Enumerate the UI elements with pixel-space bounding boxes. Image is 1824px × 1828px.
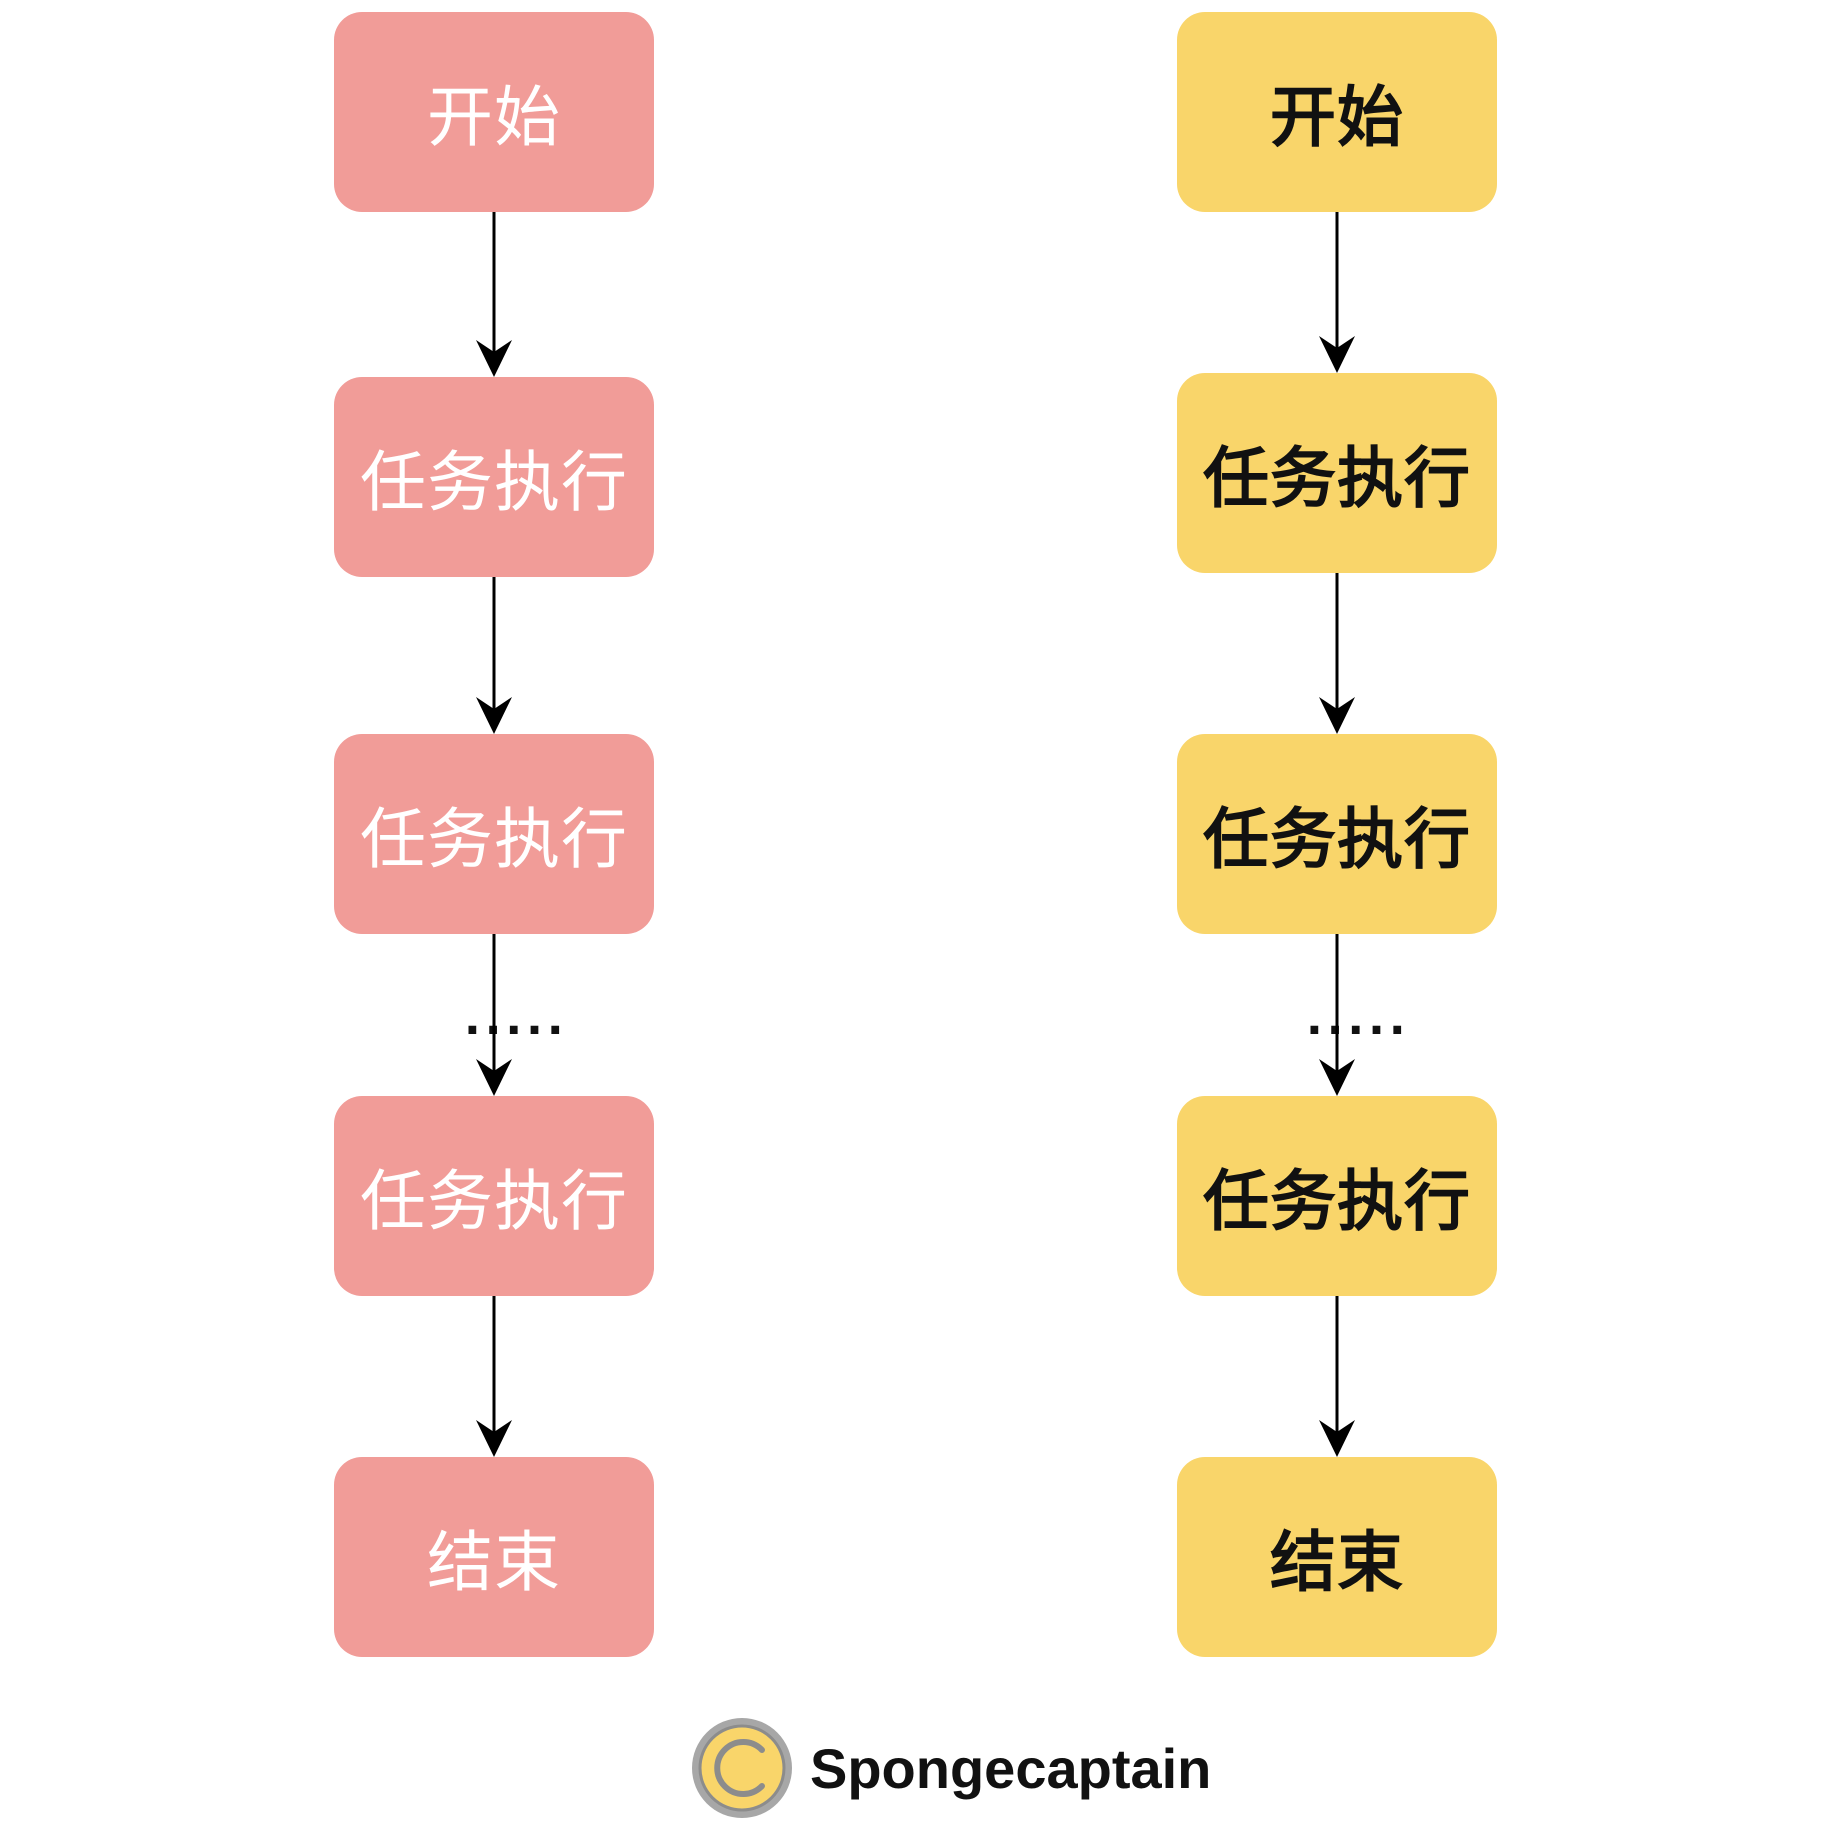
- left-start-node: 开始: [334, 12, 654, 212]
- arrowhead-icon: [1319, 336, 1355, 373]
- left-ellipsis: .....: [464, 994, 568, 1045]
- right-task-node-2: 任务执行: [1177, 734, 1497, 934]
- left-end-node: 结束: [334, 1457, 654, 1657]
- copyright-icon: [692, 1718, 792, 1818]
- arrowhead-icon: [1319, 1420, 1355, 1457]
- author-credit: Spongecaptain: [688, 1712, 1211, 1824]
- arrowhead-icon: [476, 697, 512, 734]
- arrowhead-icon: [476, 340, 512, 377]
- right-start-node: 开始: [1177, 12, 1497, 212]
- left-task-node-1: 任务执行: [334, 377, 654, 577]
- arrowhead-icon: [476, 1059, 512, 1096]
- arrowhead-icon: [1319, 697, 1355, 734]
- left-task-node-3: 任务执行: [334, 1096, 654, 1296]
- left-task-node-2: 任务执行: [334, 734, 654, 934]
- arrowhead-icon: [476, 1420, 512, 1457]
- author-name: Spongecaptain: [810, 1736, 1212, 1800]
- right-ellipsis: .....: [1306, 994, 1410, 1045]
- right-task-node-1: 任务执行: [1177, 373, 1497, 573]
- right-task-node-3: 任务执行: [1177, 1096, 1497, 1296]
- right-end-node: 结束: [1177, 1457, 1497, 1657]
- arrowhead-icon: [1319, 1059, 1355, 1096]
